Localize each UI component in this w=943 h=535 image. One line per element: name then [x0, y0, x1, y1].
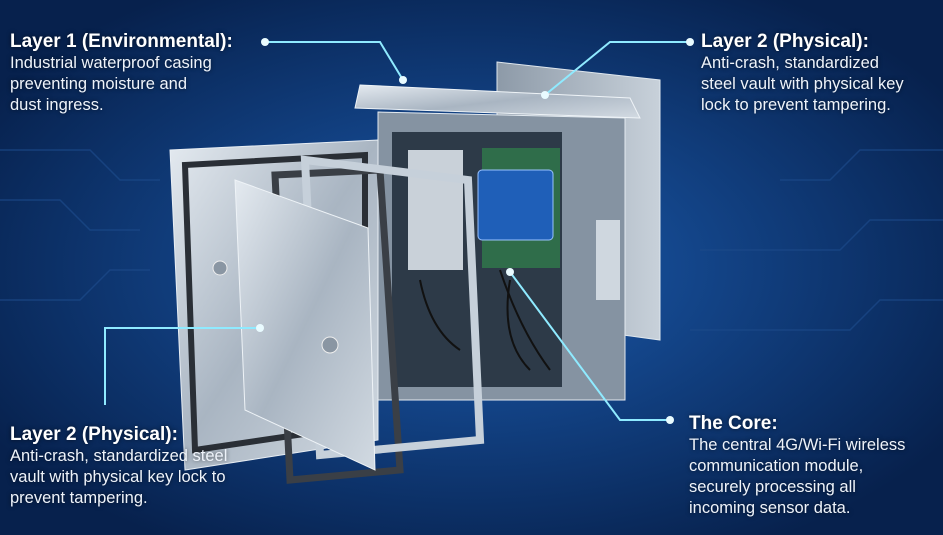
door-latch-icon — [212, 260, 228, 276]
power-unit — [408, 150, 463, 270]
callout-line: Anti-crash, standardized — [701, 54, 879, 72]
callout-line: vault with physical key lock to — [10, 468, 226, 486]
cables — [419, 269, 551, 371]
layer2-top-callout: Layer 2 (Physical): Anti-crash, standard… — [701, 30, 904, 116]
layer2-bottom-callout: Layer 2 (Physical): Anti-crash, standard… — [10, 423, 227, 509]
callout-line: securely processing all — [689, 478, 856, 496]
layer1-callout: Layer 1 (Environmental): Industrial wate… — [10, 30, 233, 116]
front-door-with-lock — [234, 179, 376, 471]
callout-title: Layer 2 (Physical): — [701, 31, 869, 52]
callout-line: Anti-crash, standardized steel — [10, 447, 228, 465]
callout-line: steel vault with physical key — [701, 75, 904, 93]
side-cable-gland — [596, 220, 620, 300]
callout-title: Layer 2 (Physical): — [10, 424, 178, 445]
callout-line: incoming sensor data. — [689, 499, 851, 517]
wireless-module — [477, 169, 554, 241]
callout-lines — [104, 41, 690, 421]
callout-title: The Core: — [689, 413, 778, 434]
callout-dots — [256, 38, 694, 424]
core-callout: The Core: The central 4G/Wi-Fi wireless … — [689, 412, 905, 519]
callout-line: preventing moisture and — [10, 75, 188, 93]
callout-line: The central 4G/Wi-Fi wireless — [689, 436, 906, 454]
callout-line: communication module, — [689, 457, 864, 475]
circuit-traces — [0, 149, 943, 331]
key-lock-icon — [321, 336, 339, 354]
callout-line: dust ingress. — [10, 96, 104, 114]
enclosure-lid — [354, 84, 641, 119]
callout-line: Industrial waterproof casing — [10, 54, 212, 72]
callout-line: lock to prevent tampering. — [701, 96, 891, 114]
callout-line: prevent tampering. — [10, 489, 148, 507]
callout-title: Layer 1 (Environmental): — [10, 31, 233, 52]
